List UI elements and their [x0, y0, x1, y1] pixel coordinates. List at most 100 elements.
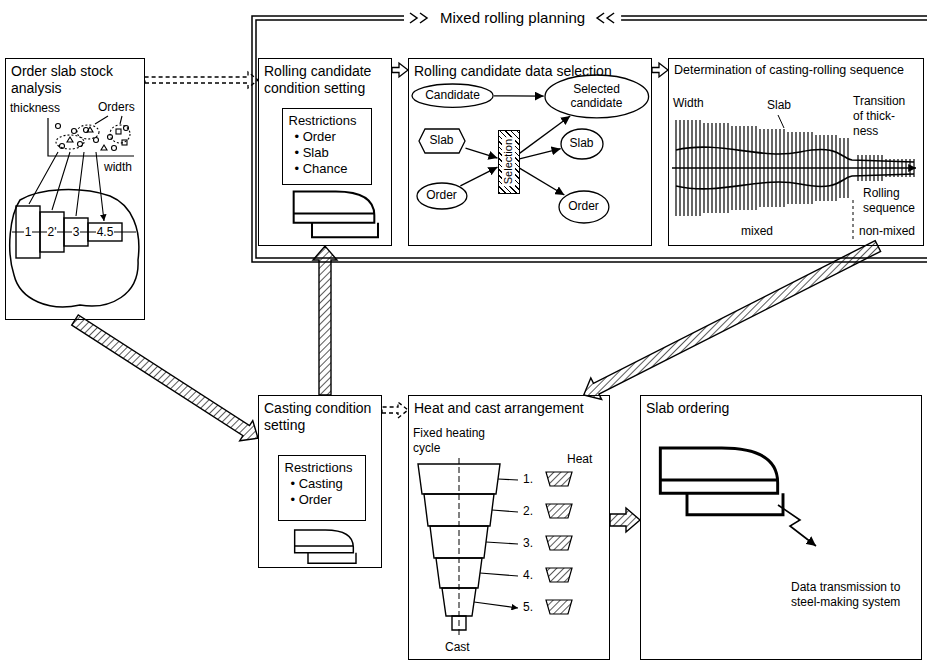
process-box: Rolling candidate condition settingRestr… [258, 58, 392, 246]
cast-funnel-part [474, 479, 518, 608]
ladle-icon-part [546, 536, 572, 550]
ladle-icon-part [546, 568, 572, 582]
transmission-bolt [778, 505, 816, 546]
order-scatter-part [48, 118, 134, 156]
restriction-item: • Order [285, 492, 332, 508]
text-holder: Slab [418, 128, 466, 154]
annotation: Cast [444, 640, 471, 655]
hatched-arrow [72, 315, 258, 441]
restriction-item: • Order [289, 129, 336, 145]
annotation: Slab [766, 98, 792, 113]
process-box: Casting condition settingRestrictions• C… [258, 395, 382, 568]
annotation: Heat [566, 452, 593, 467]
slab-hexagon: Slab [418, 128, 466, 154]
annotation: Orders [97, 100, 136, 115]
order-scatter-part-part [110, 125, 130, 143]
annotation: thickness [9, 101, 61, 116]
text-holder: Slab [560, 128, 604, 160]
flow-line [494, 95, 544, 97]
open-arrow [382, 402, 408, 418]
frame-outline-part [607, 13, 614, 23]
oval-outline-part [545, 75, 649, 118]
order-circle: Order [558, 190, 610, 224]
annotation: mixed [740, 224, 774, 239]
hexagon-outline-part [419, 129, 465, 153]
annotation: Rolling sequence [862, 186, 922, 216]
open-arrow [652, 63, 668, 77]
planning-frame: Mixed rolling planningRolling candidate … [250, 14, 927, 264]
text-holder: Order [558, 190, 610, 224]
oval-outline-part [559, 191, 609, 223]
hatched-arrow [313, 246, 337, 395]
group-number: 1 [24, 225, 33, 240]
computer-icon [295, 530, 356, 563]
hatched-arrow [610, 508, 640, 532]
text-holder: Candidate [411, 83, 494, 108]
box-title: Determination of casting-rolling sequenc… [669, 59, 923, 82]
computer-icon [660, 448, 783, 515]
box-title: Mixed rolling planning [440, 9, 585, 27]
heat-number: 1. [522, 472, 534, 487]
group-number: 2' [47, 225, 58, 240]
heat-number: 4. [522, 568, 534, 583]
node-text: Restrictions [285, 460, 353, 476]
node-text: Slab [429, 133, 453, 147]
ladle-icon-part [546, 472, 572, 486]
slab-circle: Slab [560, 128, 604, 160]
order-scatter-part [64, 218, 88, 246]
candidate-oval: Selected candidate [544, 74, 650, 119]
heat-number: 2. [522, 504, 534, 519]
order-scatter-part [112, 146, 117, 151]
node-text: Restrictions [289, 113, 357, 129]
order-scatter-part-part [56, 135, 84, 149]
selection-box: Selection [498, 130, 520, 194]
box-title: Heat and cast arrangement [409, 396, 609, 421]
restriction-box: Restrictions• Casting• Order [278, 455, 366, 521]
cast-funnel-part [459, 458, 460, 636]
text-holder: Order [416, 182, 468, 210]
process-box: Rolling candidate data selectionCandidat… [408, 58, 652, 246]
frame-outline-part [597, 13, 604, 23]
restriction-item: • Casting [285, 476, 343, 492]
node-text: Selection [502, 137, 515, 186]
order-scatter-part [56, 125, 130, 149]
frame-outline-part [420, 13, 427, 23]
group-number: 4.5 [96, 225, 115, 240]
box-title: Casting condition setting [259, 396, 381, 438]
sequence-chart-part [672, 167, 916, 168]
order-scatter [10, 116, 139, 307]
order-scatter-part [40, 212, 64, 252]
sequence-chart-part [778, 115, 784, 128]
order-scatter-part [116, 129, 121, 134]
frame-outline-part [410, 13, 417, 23]
order-scatter-part [95, 116, 122, 124]
candidate-oval: Candidate [411, 83, 494, 108]
flow-line [520, 168, 565, 195]
order-scatter-part [10, 190, 139, 307]
text-holder: Selection [499, 131, 519, 193]
box-title: Rolling candidate condition setting [259, 59, 391, 101]
node-text: Order [426, 188, 457, 202]
node-text: Candidate [425, 88, 480, 102]
text-holder: Selected candidate [544, 74, 650, 119]
box-title: Order slab stock analysis [6, 59, 144, 101]
computer-icon [294, 192, 378, 238]
flow-line [460, 167, 497, 186]
oval-outline-part [417, 183, 467, 209]
flow-line [520, 149, 561, 159]
node-text: Order [568, 199, 599, 213]
process-box: Order slab stock analysis [5, 58, 145, 320]
ladle-icon-part [546, 504, 572, 518]
order-scatter-part [67, 127, 107, 150]
order-scatter-part [72, 129, 77, 134]
sequence-chart-part [853, 200, 854, 240]
cast-funnel [418, 458, 518, 636]
box-title: Rolling candidate data selection [409, 59, 651, 84]
open-arrow [145, 72, 258, 88]
order-scatter-part [88, 223, 122, 241]
open-arrow [392, 63, 408, 77]
restriction-item: • Slab [289, 145, 329, 161]
ladle-icon-part [546, 600, 572, 614]
oval-outline-part [561, 129, 603, 159]
restriction-item: • Chance [289, 161, 348, 177]
